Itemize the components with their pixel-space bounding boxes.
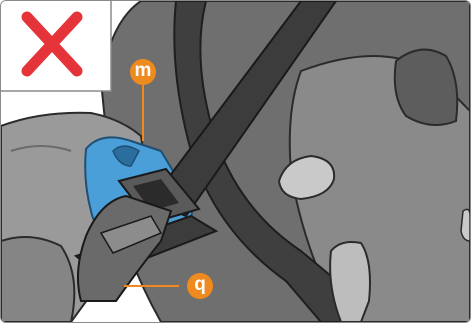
seat-recess [395, 50, 458, 125]
lower-knob [330, 242, 370, 322]
callout-q: q [187, 273, 213, 299]
side-knob [461, 209, 470, 241]
callout-m: m [130, 59, 156, 85]
cushion-fold [1, 237, 74, 322]
